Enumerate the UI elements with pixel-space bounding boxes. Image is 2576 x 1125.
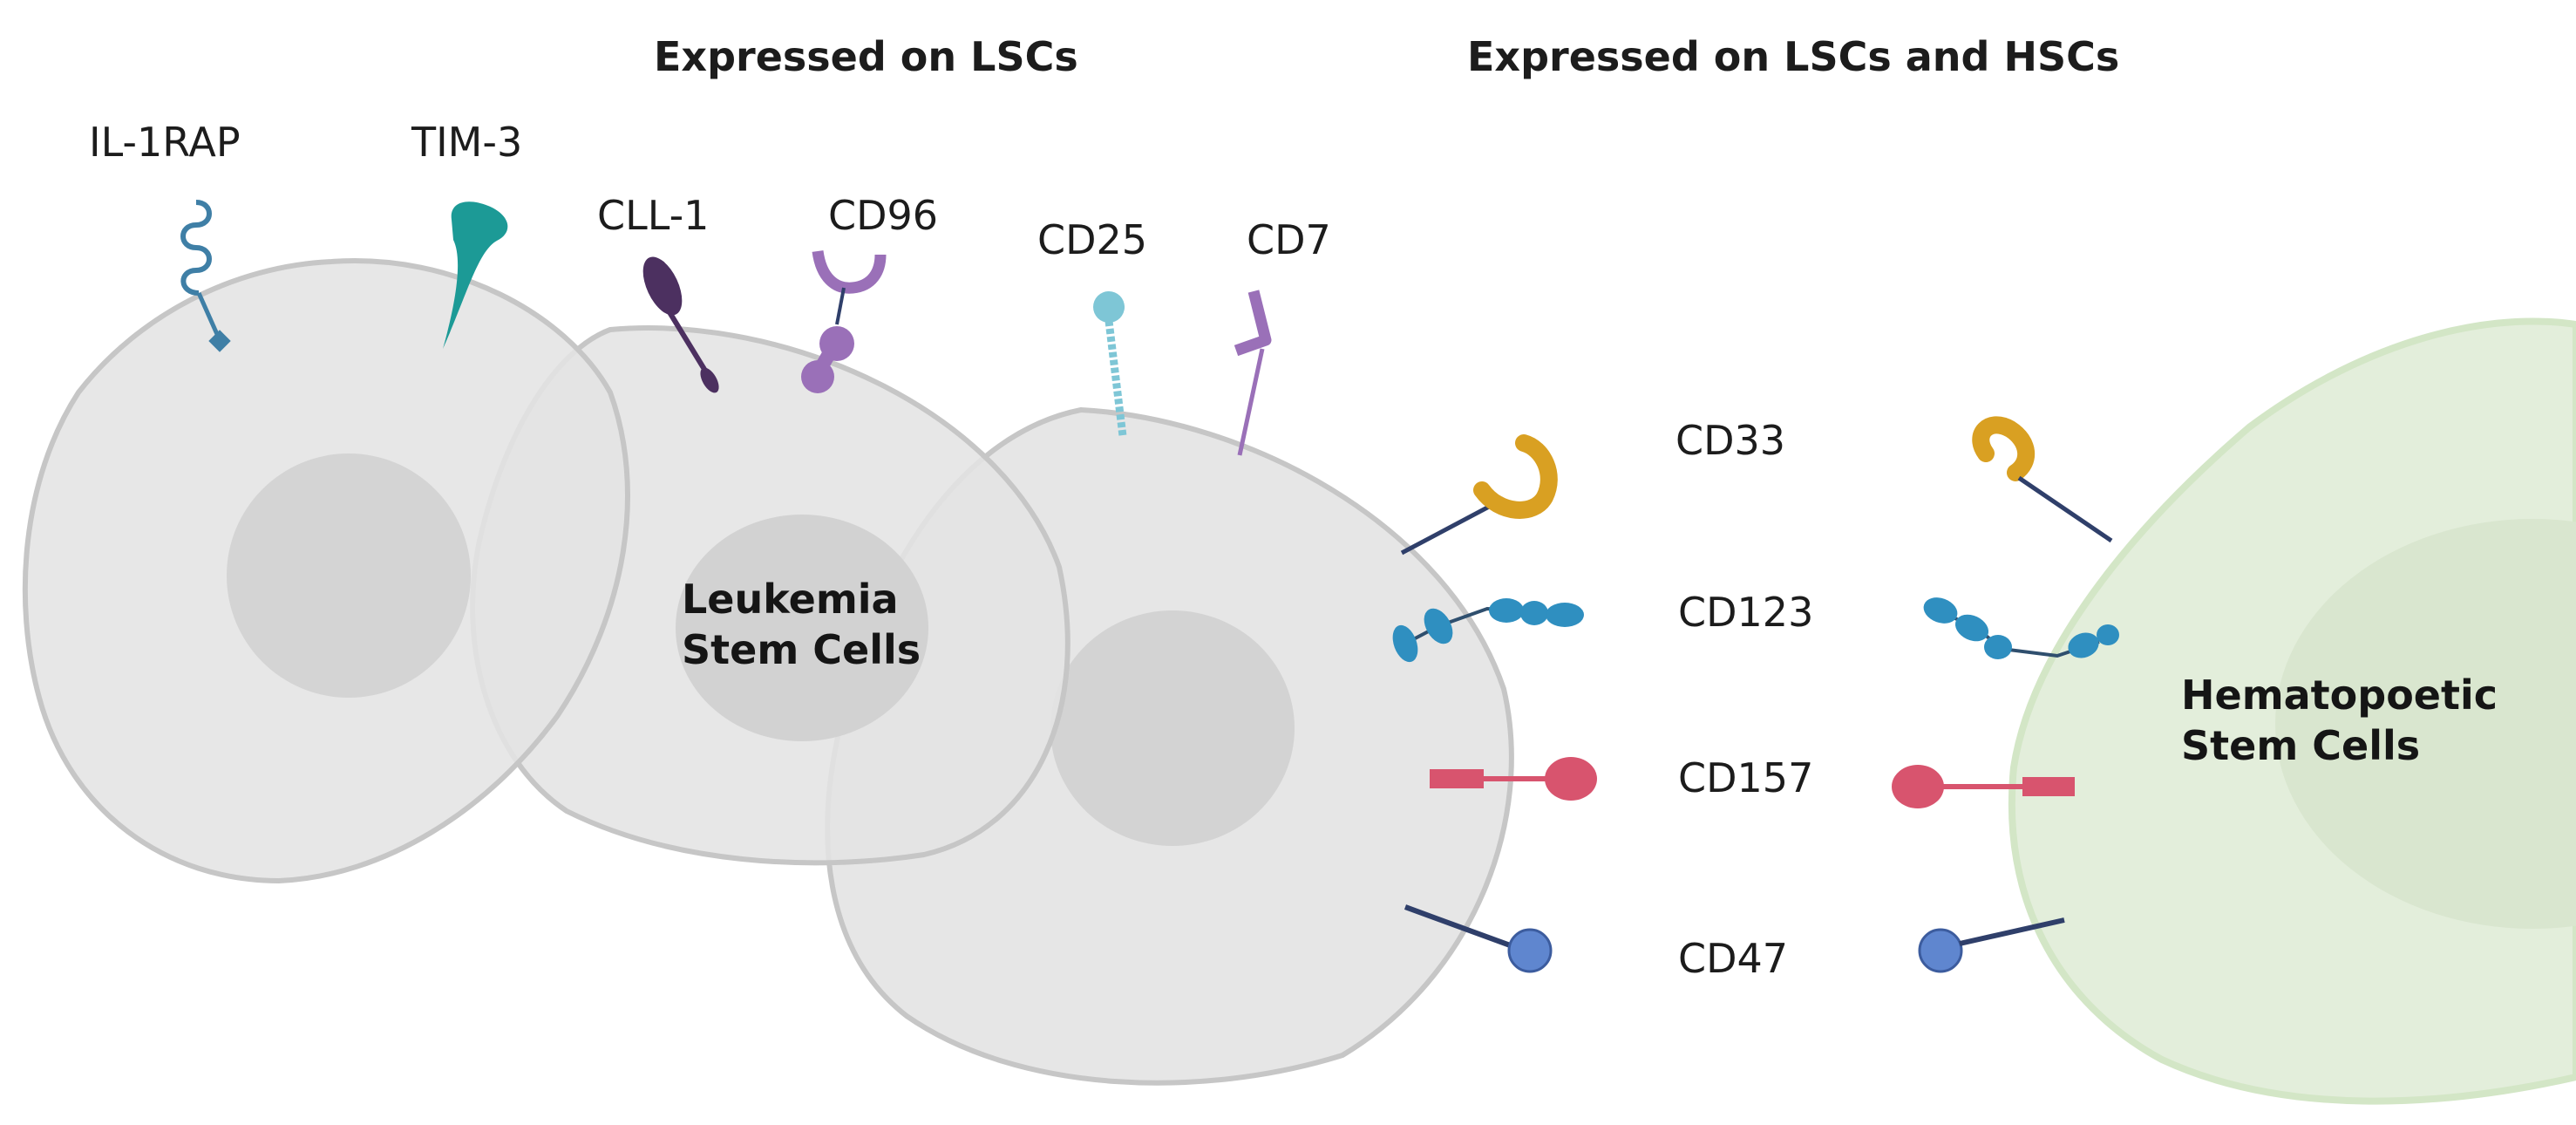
lsc-cell-1-nucleus bbox=[227, 453, 471, 698]
cd157-lsc-receptor-icon bbox=[1430, 757, 1597, 801]
label-tim3: TIM-3 bbox=[411, 119, 523, 166]
hsc-label-line2: Stem Cells bbox=[2181, 722, 2421, 769]
il1rap-receptor-icon bbox=[180, 200, 231, 352]
cd47-hsc-receptor-icon bbox=[1918, 917, 2065, 973]
hsc-cell-label: Hematopoetic Stem Cells bbox=[2181, 670, 2498, 771]
cd7-receptor-icon bbox=[1234, 290, 1272, 456]
cd96-receptor-icon bbox=[801, 249, 887, 393]
label-cd123: CD123 bbox=[1678, 589, 1814, 636]
cd123-hsc-receptor-icon bbox=[1923, 597, 2119, 659]
cd47-lsc-receptor-icon bbox=[1404, 904, 1553, 973]
tim3-receptor-icon bbox=[443, 201, 508, 349]
cd123-lsc-receptor-icon bbox=[1392, 598, 1584, 663]
lsc-label-line1: Leukemia bbox=[682, 576, 899, 623]
label-cd7: CD7 bbox=[1247, 216, 1331, 263]
label-cd33: CD33 bbox=[1675, 417, 1786, 464]
lsc-label-line2: Stem Cells bbox=[682, 626, 921, 673]
cd33-lsc-receptor-icon bbox=[1400, 434, 1558, 556]
hsc-nucleus bbox=[2275, 519, 2576, 929]
cll1-receptor-icon bbox=[642, 256, 719, 393]
label-cd96: CD96 bbox=[828, 192, 939, 239]
hsc-label-line1: Hematopoetic bbox=[2181, 672, 2498, 719]
lsc-cell-label: Leukemia Stem Cells bbox=[682, 574, 921, 675]
cd157-hsc-receptor-icon bbox=[1892, 765, 2075, 808]
label-cd157: CD157 bbox=[1678, 754, 1814, 801]
header-lsc-and-hsc: Expressed on LSCs and HSCs bbox=[1467, 33, 2120, 80]
lsc-cell-3-nucleus bbox=[1050, 610, 1295, 846]
label-cd25: CD25 bbox=[1037, 216, 1148, 263]
lsc-cell-2-nucleus bbox=[676, 515, 928, 741]
lsc-cell-group bbox=[22, 258, 1514, 1086]
label-cd47: CD47 bbox=[1678, 935, 1789, 982]
header-lsc-only: Expressed on LSCs bbox=[654, 33, 1078, 80]
label-il1rap: IL-1RAP bbox=[89, 119, 241, 166]
label-cll1: CLL-1 bbox=[597, 192, 710, 239]
cd25-receptor-icon bbox=[1093, 291, 1127, 437]
hsc-cell bbox=[2008, 317, 2576, 1105]
cd33-hsc-receptor-icon bbox=[1972, 416, 2113, 543]
